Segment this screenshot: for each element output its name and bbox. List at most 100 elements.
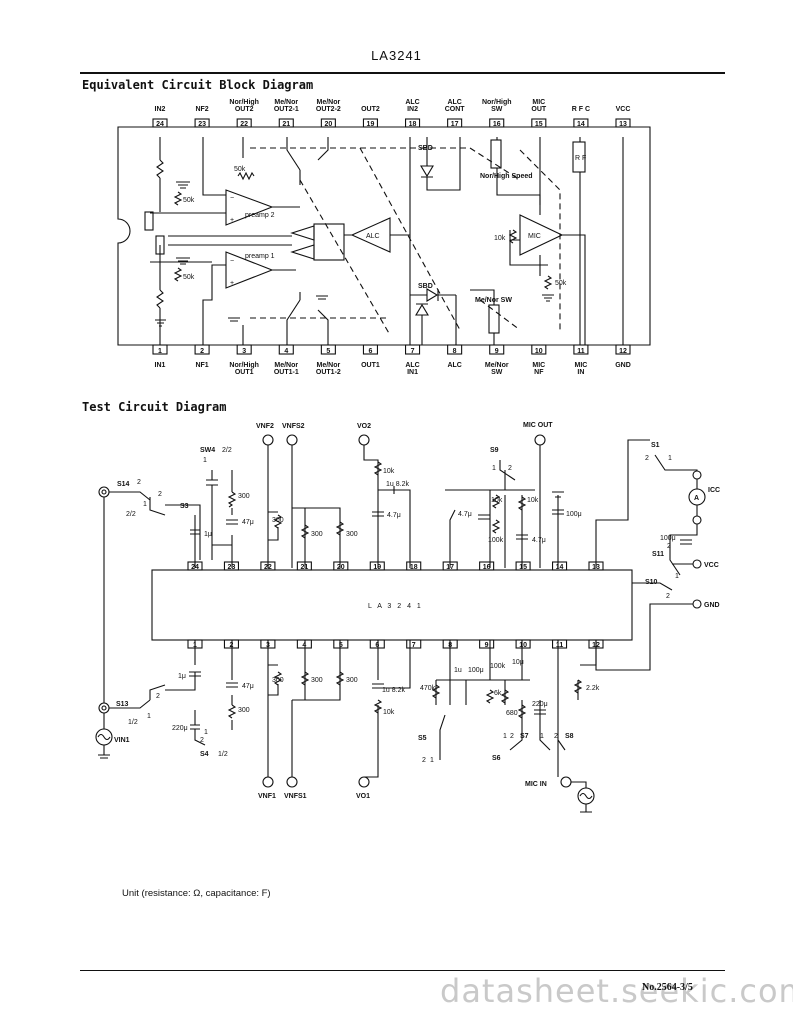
- label-vnfs1: VNFS1: [284, 793, 307, 800]
- test-top-pin-number: 24: [191, 564, 199, 571]
- terminal-input-top[interactable]: [98, 486, 110, 498]
- block-bottom-pin-number: 6: [369, 348, 373, 355]
- test-bottom-pin-number: 5: [339, 642, 343, 649]
- terminal-input-bottom[interactable]: [98, 702, 110, 714]
- block-bottom-pin-number: 8: [453, 348, 457, 355]
- comp-r-10k-16: 10k: [491, 497, 503, 504]
- test-top-pin-number: 21: [300, 564, 308, 571]
- label-mic-out: MIC OUT: [523, 422, 553, 429]
- test-bottom-pin-number: 2: [230, 642, 234, 649]
- comp-c-1u-82k-19: 1u 8.2k: [386, 481, 409, 488]
- test-bottom-pin-number: 4: [302, 642, 306, 649]
- terminal-gnd[interactable]: [692, 599, 702, 609]
- block-top-pin-name: IN2: [407, 106, 418, 113]
- switch-s14[interactable]: S14: [117, 481, 130, 488]
- block-top-pin-number: 13: [619, 121, 627, 128]
- label-vin1: VIN1: [114, 737, 130, 744]
- resistor-300-4: [300, 671, 310, 686]
- label-mic: MIC: [528, 233, 541, 240]
- terminal-vnfs2[interactable]: [286, 434, 298, 446]
- test-top-pin-number: 17: [446, 564, 454, 571]
- block-top-pin-box: [152, 118, 168, 128]
- test-top-pin-number: 23: [228, 564, 236, 571]
- block-top-pin-name: OUT2: [235, 106, 254, 113]
- block-top-pin-box: [194, 118, 210, 128]
- terminal-vcc[interactable]: [692, 559, 702, 569]
- block-top-pin-stubs: [152, 118, 631, 128]
- label-sbd-top: SBD: [418, 145, 433, 152]
- unit-note: Unit (resistance: Ω, capacitance: F): [122, 888, 271, 899]
- block-top-pin-name: Nor/High: [482, 99, 512, 106]
- cap-1u-top: [190, 529, 200, 535]
- switch-pos-s1-1: 1: [668, 455, 672, 462]
- switch-pos-s4-1: 1: [204, 729, 208, 736]
- switch-s10[interactable]: S10: [645, 579, 658, 586]
- terminal-mic-in[interactable]: [560, 776, 572, 788]
- control-dashed-lines: [250, 147, 561, 336]
- switch-s1[interactable]: S1: [651, 442, 660, 449]
- test-bottom-pin-number: 7: [412, 642, 416, 649]
- switch-s3[interactable]: S3: [180, 503, 189, 510]
- block-bottom-pin-name: ALC: [405, 362, 419, 369]
- block-bottom-pin-box: [447, 344, 463, 355]
- label-vcc: VCC: [704, 562, 719, 569]
- block-top-pin-box: [362, 118, 379, 128]
- switch-s7[interactable]: S7: [520, 733, 529, 740]
- test-bottom-pin-box: [333, 639, 349, 649]
- sbd-diode-vertical: [415, 303, 429, 316]
- block-bottom-pin-name: NF1: [195, 362, 208, 369]
- test-top-pin-box: [515, 561, 531, 571]
- terminal-vo2[interactable]: [358, 434, 370, 446]
- test-bottom-pin-number: 11: [556, 642, 564, 649]
- resistor-2-2k: [573, 679, 583, 694]
- block-bottom-pin-labels: 1IN12NF13Nor/HighOUT14Me/NorOUT1-15Me/No…: [155, 348, 631, 376]
- test-bottom-pin-stubs: [187, 639, 604, 649]
- block-bottom-pin-name: OUT1: [361, 362, 380, 369]
- switch-s9[interactable]: S9: [490, 447, 499, 454]
- terminal-vnf2[interactable]: [262, 434, 274, 446]
- block-top-pin-labels: 24IN223NF222Nor/HighOUT221Me/NorOUT2-120…: [155, 99, 631, 128]
- test-top-pin-number: 22: [264, 564, 272, 571]
- block-bottom-pin-name: GND: [615, 362, 631, 369]
- switch-s5[interactable]: S5: [418, 735, 427, 742]
- terminal-mic-out[interactable]: [534, 434, 546, 446]
- terminal-icc-bottom[interactable]: [692, 515, 702, 525]
- resistor-in1: [156, 289, 164, 309]
- switch-s8[interactable]: S8: [565, 733, 574, 740]
- comp-r-300-20: 300: [346, 531, 358, 538]
- block-bottom-pin-name: SW: [491, 369, 503, 376]
- switch-s13[interactable]: S13: [116, 701, 129, 708]
- page-header-part-number: LA3241: [371, 48, 422, 63]
- block-top-pin-number: 17: [451, 121, 459, 128]
- block-bottom-pin-name: ALC: [447, 362, 461, 369]
- block-top-pin-box: [236, 118, 252, 128]
- terminal-vo1[interactable]: [358, 776, 370, 788]
- switch-s11[interactable]: S11: [652, 551, 664, 558]
- switch-s4[interactable]: S4: [200, 751, 209, 758]
- terminal-icc-top[interactable]: [692, 470, 702, 480]
- cap-47u-15: [516, 534, 528, 540]
- svg-text:−: −: [230, 195, 234, 202]
- test-top-pin-number: 14: [556, 564, 564, 571]
- block-bottom-pin-name: NF: [534, 369, 544, 376]
- me-nor-switch-box: [488, 304, 500, 334]
- switch-sw4[interactable]: SW4: [200, 447, 215, 454]
- test-bottom-pin-number: 10: [519, 642, 527, 649]
- comp-r-470k: 470k: [420, 685, 436, 692]
- sbd-diode-bottom: [426, 288, 439, 302]
- test-bottom-pin-number: 12: [592, 642, 600, 649]
- block-top-pin-number: 15: [535, 121, 543, 128]
- block-bottom-pin-box: [362, 344, 379, 355]
- comp-c-10u-10: 10μ: [512, 659, 524, 666]
- comp-c-100u-9: 100μ: [468, 667, 484, 674]
- resistor-50k-a: [173, 191, 183, 206]
- terminal-vnfs1[interactable]: [286, 776, 298, 788]
- switch-s6[interactable]: S6: [492, 755, 501, 762]
- comp-r-300-4: 300: [311, 677, 323, 684]
- ground-symbols-block: [155, 181, 554, 327]
- resistor-680: [517, 704, 527, 719]
- block-bottom-pin-number: 4: [284, 348, 288, 355]
- comp-r-10k-19: 10k: [383, 468, 395, 475]
- terminal-vnf1[interactable]: [262, 776, 274, 788]
- block-bottom-pin-box: [404, 344, 421, 355]
